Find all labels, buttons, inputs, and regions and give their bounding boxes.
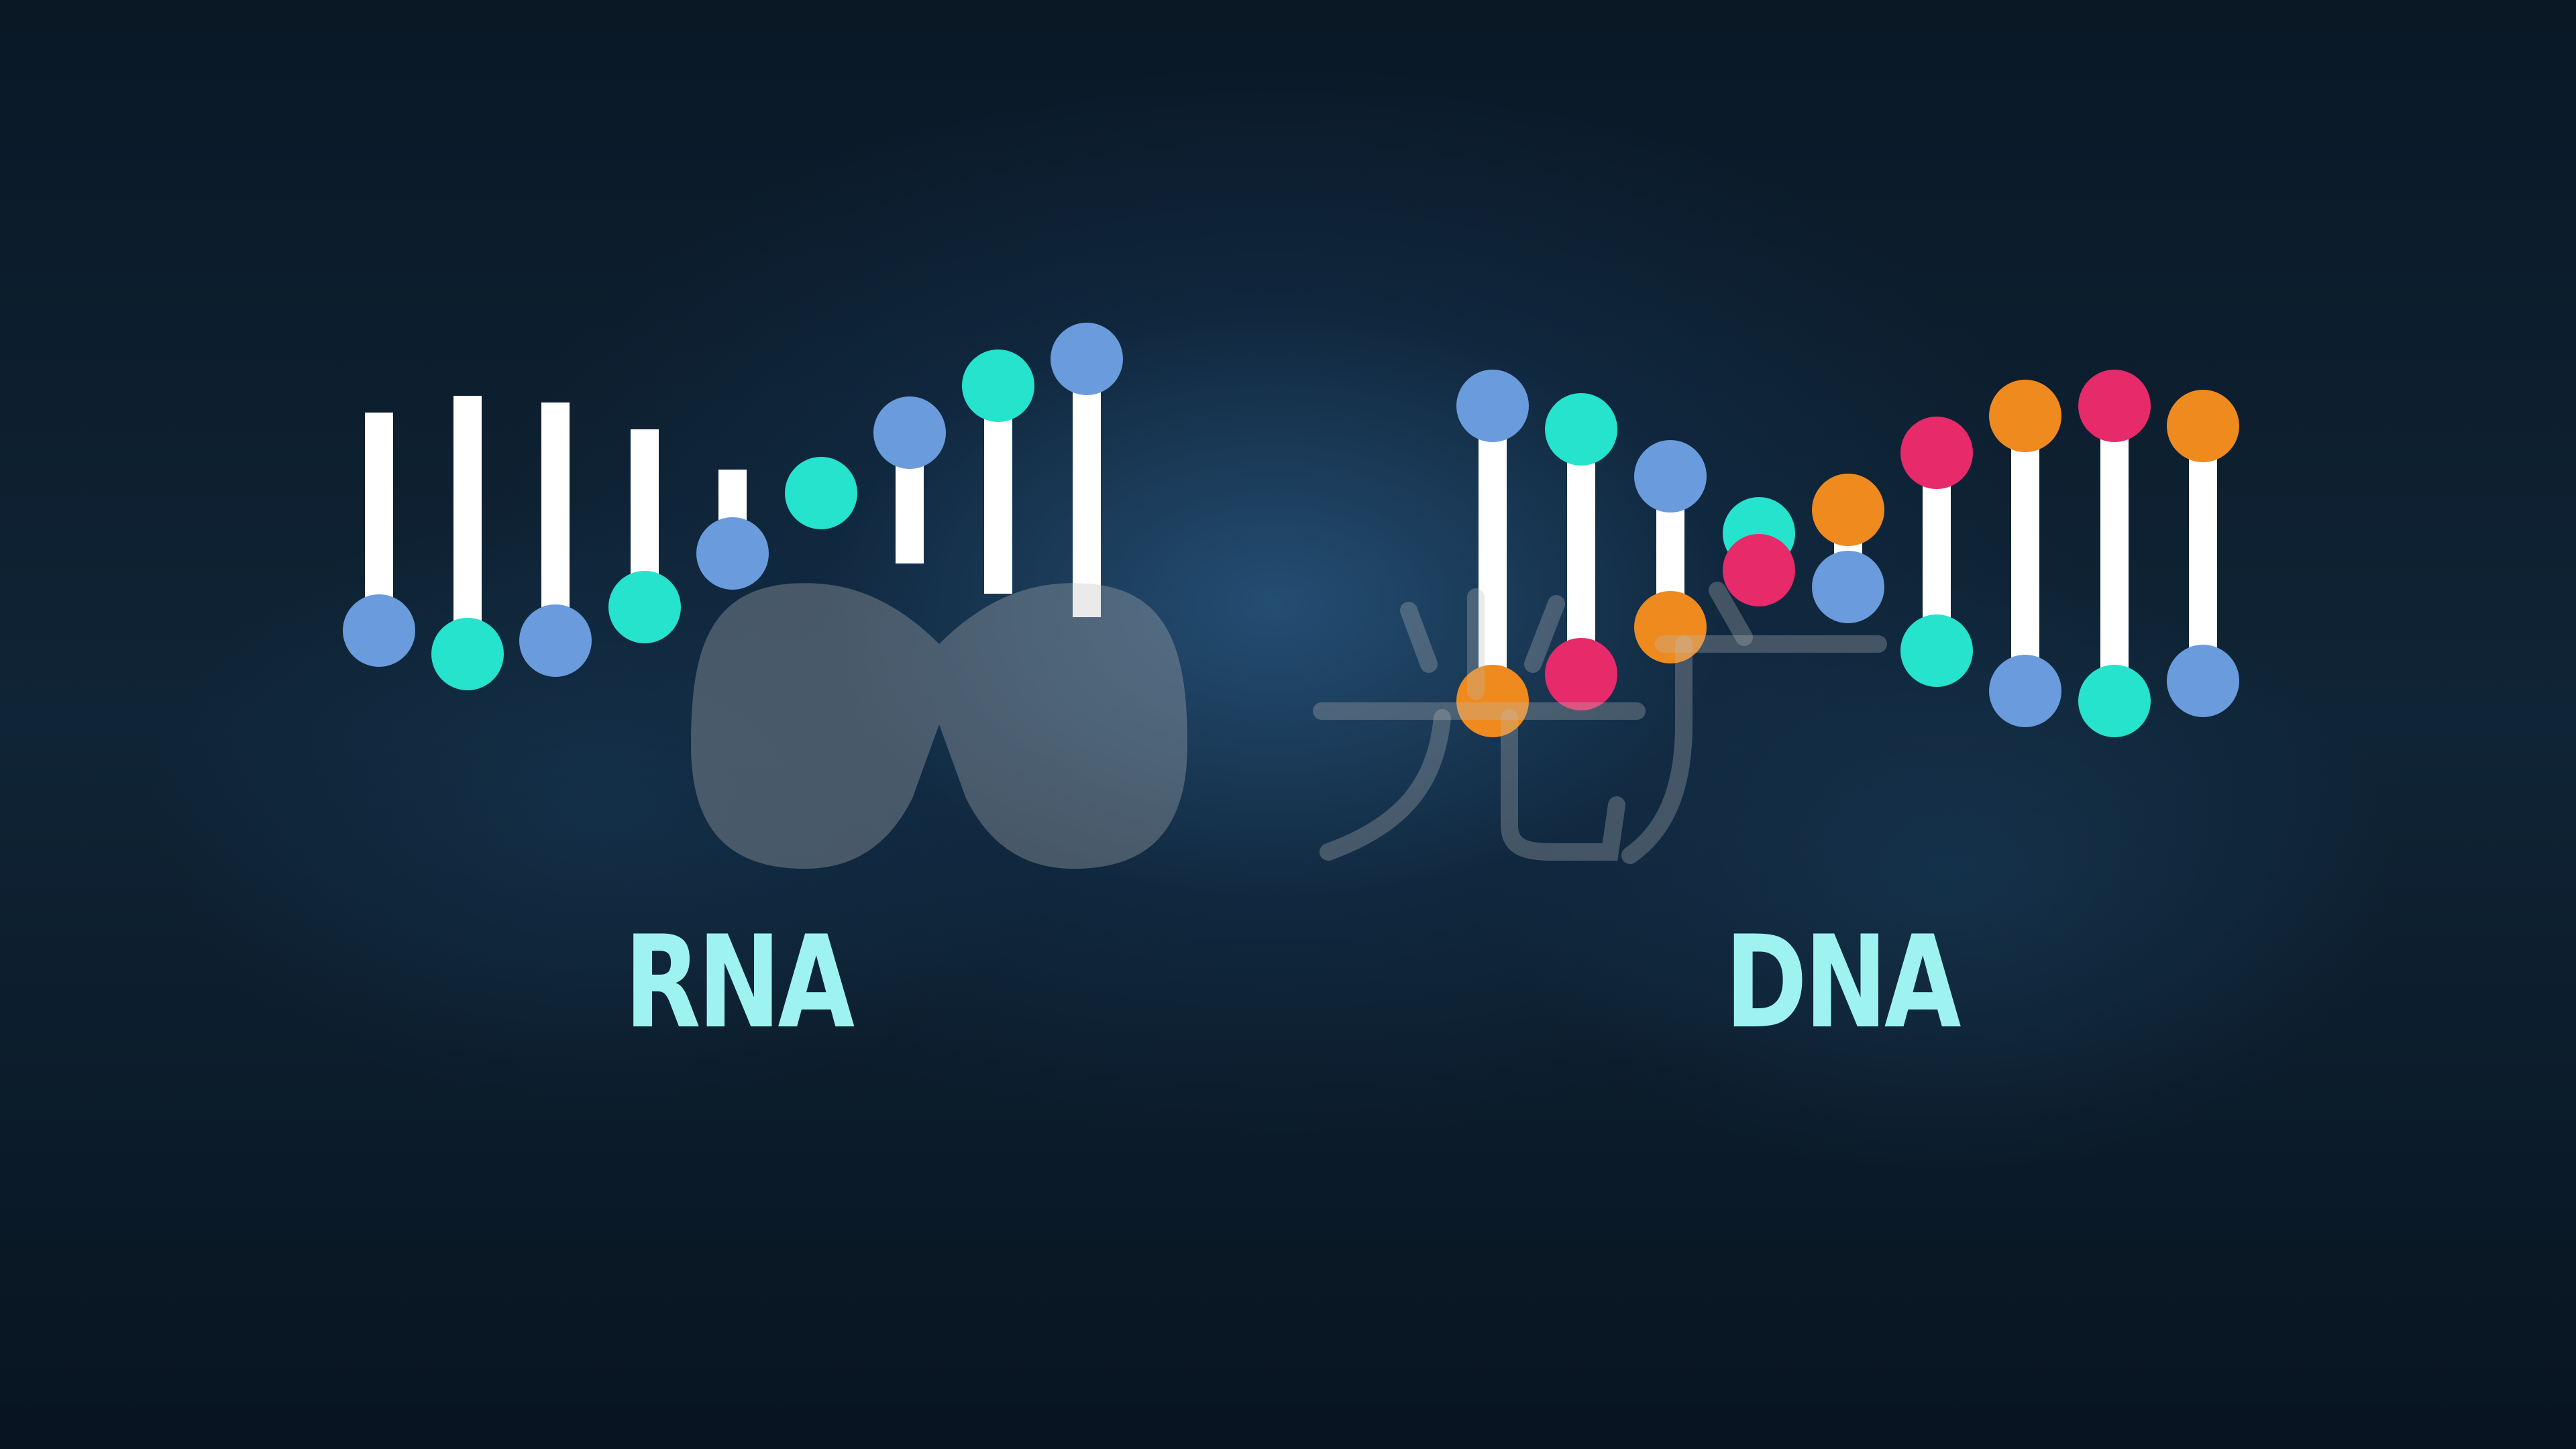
- rna-base-bead: [962, 350, 1034, 422]
- rna-nucleotide: [1051, 323, 1123, 617]
- dna-bottom-base-bead: [1900, 614, 1973, 687]
- dna-backbone-rod: [2189, 426, 2217, 681]
- rna-base-bead: [1051, 323, 1123, 395]
- dna-base-pair: [1545, 393, 1617, 710]
- dna-top-base-bead: [1545, 393, 1617, 466]
- dna-base-pair: [2078, 370, 2151, 737]
- dna-top-base-bead: [1900, 417, 1973, 489]
- dna-bottom-base-bead: [1723, 534, 1795, 606]
- rna-base-bead: [431, 618, 504, 690]
- dna-bottom-base-bead: [2078, 665, 2151, 737]
- rna-nucleotide: [343, 413, 415, 667]
- dna-base-pair: [1723, 497, 1795, 606]
- dna-base-pair: [2167, 390, 2239, 717]
- dna-top-base-bead: [1989, 380, 2061, 452]
- dna-bottom-base-bead: [1812, 551, 1884, 623]
- rna-base-bead: [873, 396, 946, 469]
- dna-base-pair: [1634, 440, 1707, 663]
- rna-label: RNA: [624, 908, 855, 1057]
- dna-top-base-bead: [1456, 370, 1529, 442]
- rna-backbone-rod: [453, 396, 482, 654]
- dna-top-base-bead: [1634, 440, 1707, 513]
- dna-base-pair: [1989, 380, 2061, 727]
- dna-strand: [1456, 370, 2239, 737]
- rna-base-bead: [785, 457, 857, 529]
- dna-base-pair: [1812, 474, 1884, 623]
- dna-top-base-bead: [1812, 474, 1884, 546]
- rna-nucleotide: [785, 457, 857, 529]
- rna-base-bead: [696, 517, 769, 590]
- dna-backbone-rod: [2011, 416, 2039, 691]
- rna-nucleotide: [519, 402, 592, 677]
- dna-bottom-base-bead: [1989, 655, 2061, 727]
- dna-bottom-base-bead: [1456, 665, 1529, 737]
- rna-backbone-rod: [1073, 359, 1101, 617]
- rna-strand: [343, 323, 1123, 690]
- dna-bottom-base-bead: [2167, 645, 2239, 717]
- rna-backbone-rod: [541, 402, 570, 641]
- dna-base-pair: [1456, 370, 1529, 737]
- dna-backbone-rod: [1567, 429, 1595, 674]
- rna-backbone-rod: [365, 413, 393, 631]
- dna-top-base-bead: [2078, 370, 2151, 442]
- rna-nucleotide: [962, 350, 1034, 594]
- dna-base-pair: [1900, 417, 1973, 687]
- rna-nucleotide: [696, 470, 769, 590]
- rna-base-bead: [519, 604, 592, 677]
- rna-base-bead: [343, 594, 415, 667]
- rna-base-bead: [608, 571, 681, 643]
- rna-nucleotide: [431, 396, 504, 690]
- dna-label: DNA: [1725, 908, 1961, 1057]
- dna-top-base-bead: [2167, 390, 2239, 462]
- dna-bottom-base-bead: [1545, 638, 1617, 710]
- dna-backbone-rod: [2100, 406, 2129, 701]
- dna-backbone-rod: [1479, 406, 1507, 701]
- rna-nucleotide: [873, 396, 946, 564]
- dna-bottom-base-bead: [1634, 591, 1707, 663]
- rna-nucleotide: [608, 429, 681, 643]
